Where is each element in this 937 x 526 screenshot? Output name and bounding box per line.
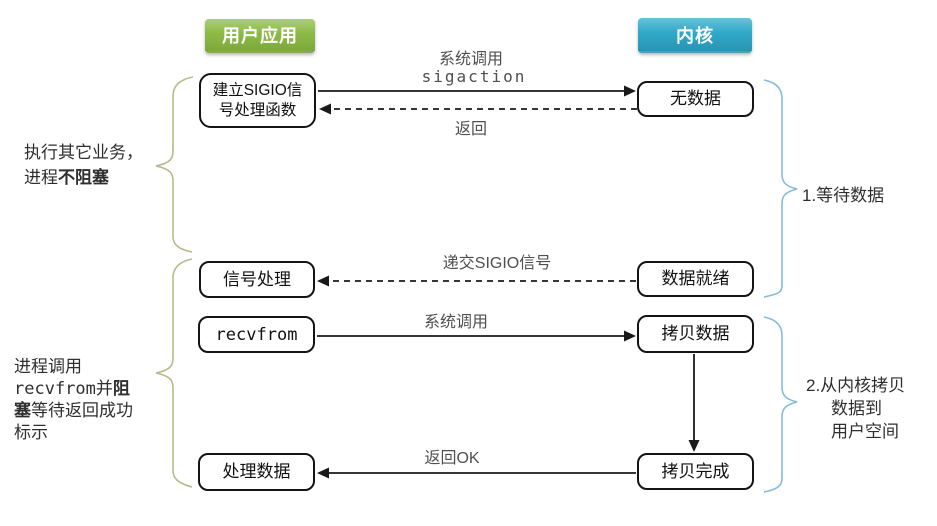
brace-right-wait-data xyxy=(763,79,798,298)
arrow-return-ok xyxy=(317,467,636,479)
annotation-wait-data: 1.等待数据 xyxy=(802,186,885,205)
annotation-block-wait: 进程调用 recvfrom并阻 塞等待返回成功 标示 xyxy=(14,356,133,444)
arrowhead-right xyxy=(624,85,636,97)
label-sigaction-call-line2: sigaction xyxy=(421,67,527,86)
label-sigaction-return: 返回 xyxy=(454,121,488,138)
node-copy-data: 拷贝数据 xyxy=(637,315,754,353)
node-no-data: 无数据 xyxy=(637,81,754,117)
annotation-no-block-line2: 进程不阻塞 xyxy=(24,168,109,187)
label-deliver-sigio: 递交SIGIO信号 xyxy=(442,255,552,272)
node-copy-data-label: 拷贝数据 xyxy=(661,324,730,343)
node-recvfrom: recvfrom xyxy=(198,316,315,353)
header-kernel-label: 内核 xyxy=(676,25,714,46)
node-setup-sigio-handler: 建立SIGIO信 号处理函数 xyxy=(199,73,316,128)
header-kernel: 内核 xyxy=(638,18,752,53)
arrow-recvfrom-call xyxy=(317,330,636,342)
annotation-block-wait-line2: recvfrom并阻 xyxy=(14,379,130,399)
arrowhead-left xyxy=(317,275,329,287)
node-data-ready-label: 数据就绪 xyxy=(661,269,730,288)
annotation-no-block: 执行其它业务， 进程不阻塞 xyxy=(24,140,143,190)
annotation-no-block-line1: 执行其它业务， xyxy=(24,143,143,162)
node-copy-done-label: 拷贝完成 xyxy=(661,461,730,481)
annotation-copy-line2: 数据到 xyxy=(831,399,882,418)
node-process-data-label: 处理数据 xyxy=(222,462,291,481)
arrowhead-left xyxy=(317,467,329,479)
label-return-ok: 返回OK xyxy=(424,450,480,467)
arrow-sigaction-call xyxy=(318,85,636,97)
annotation-block-wait-line3: 塞等待返回成功 xyxy=(14,401,133,420)
arrow-sigaction-return xyxy=(319,103,637,115)
node-no-data-label: 无数据 xyxy=(670,89,721,108)
node-copy-done: 拷贝完成 xyxy=(637,453,754,490)
node-data-ready: 数据就绪 xyxy=(637,261,754,297)
brace-left-block-wait xyxy=(155,258,193,488)
node-signal-handler: 信号处理 xyxy=(199,261,315,298)
arrowhead-down xyxy=(688,440,700,452)
label-recvfrom-call: 系统调用 xyxy=(423,314,489,331)
node-signal-handler-label: 信号处理 xyxy=(223,269,291,289)
arrow-copy-progress xyxy=(688,354,700,452)
annotation-copy-line1: 2.从内核拷贝 xyxy=(806,376,906,395)
arrowhead-right xyxy=(624,330,636,342)
brace-right-copy-data xyxy=(763,316,798,493)
header-user-application-label: 用户应用 xyxy=(222,26,298,46)
arrowhead-left xyxy=(319,103,331,115)
node-setup-sigio-handler-line2: 号处理函数 xyxy=(218,101,297,119)
annotation-block-wait-line4: 标示 xyxy=(14,423,48,442)
node-setup-sigio-handler-line1: 建立SIGIO信 xyxy=(212,81,303,99)
brace-left-no-block xyxy=(155,76,194,253)
annotation-copy-line3: 用户空间 xyxy=(831,422,899,441)
annotation-block-wait-line1: 进程调用 xyxy=(14,357,82,376)
label-sigaction-call-line1: 系统调用 xyxy=(438,51,504,68)
header-user-application: 用户应用 xyxy=(205,19,315,53)
node-process-data: 处理数据 xyxy=(198,453,315,491)
node-recvfrom-label: recvfrom xyxy=(215,324,298,345)
annotation-copy-kernel-to-user: 2.从内核拷贝 数据到 用户空间 xyxy=(806,374,905,443)
arrow-deliver-sigio xyxy=(317,275,636,287)
